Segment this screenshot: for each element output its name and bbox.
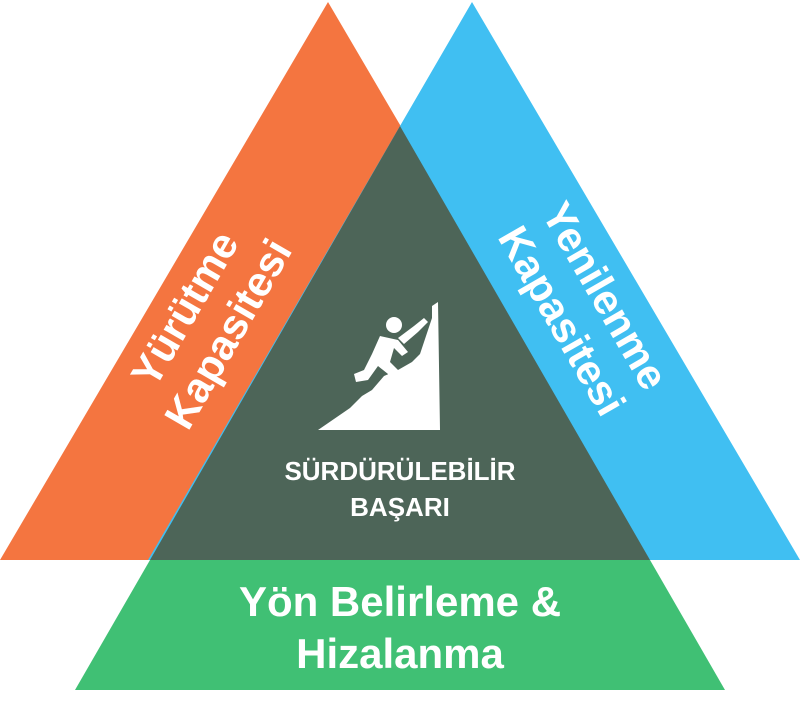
sustainable-success-line2: BAŞARI [350, 492, 450, 522]
direction-alignment-line1: Yön Belirleme & [239, 578, 561, 625]
direction-alignment-band [75, 560, 725, 690]
sustainable-success-line1: SÜRDÜRÜLEBİLİR [284, 456, 515, 486]
climber-icon [318, 302, 440, 430]
direction-alignment-line2: Hizalanma [296, 630, 504, 677]
